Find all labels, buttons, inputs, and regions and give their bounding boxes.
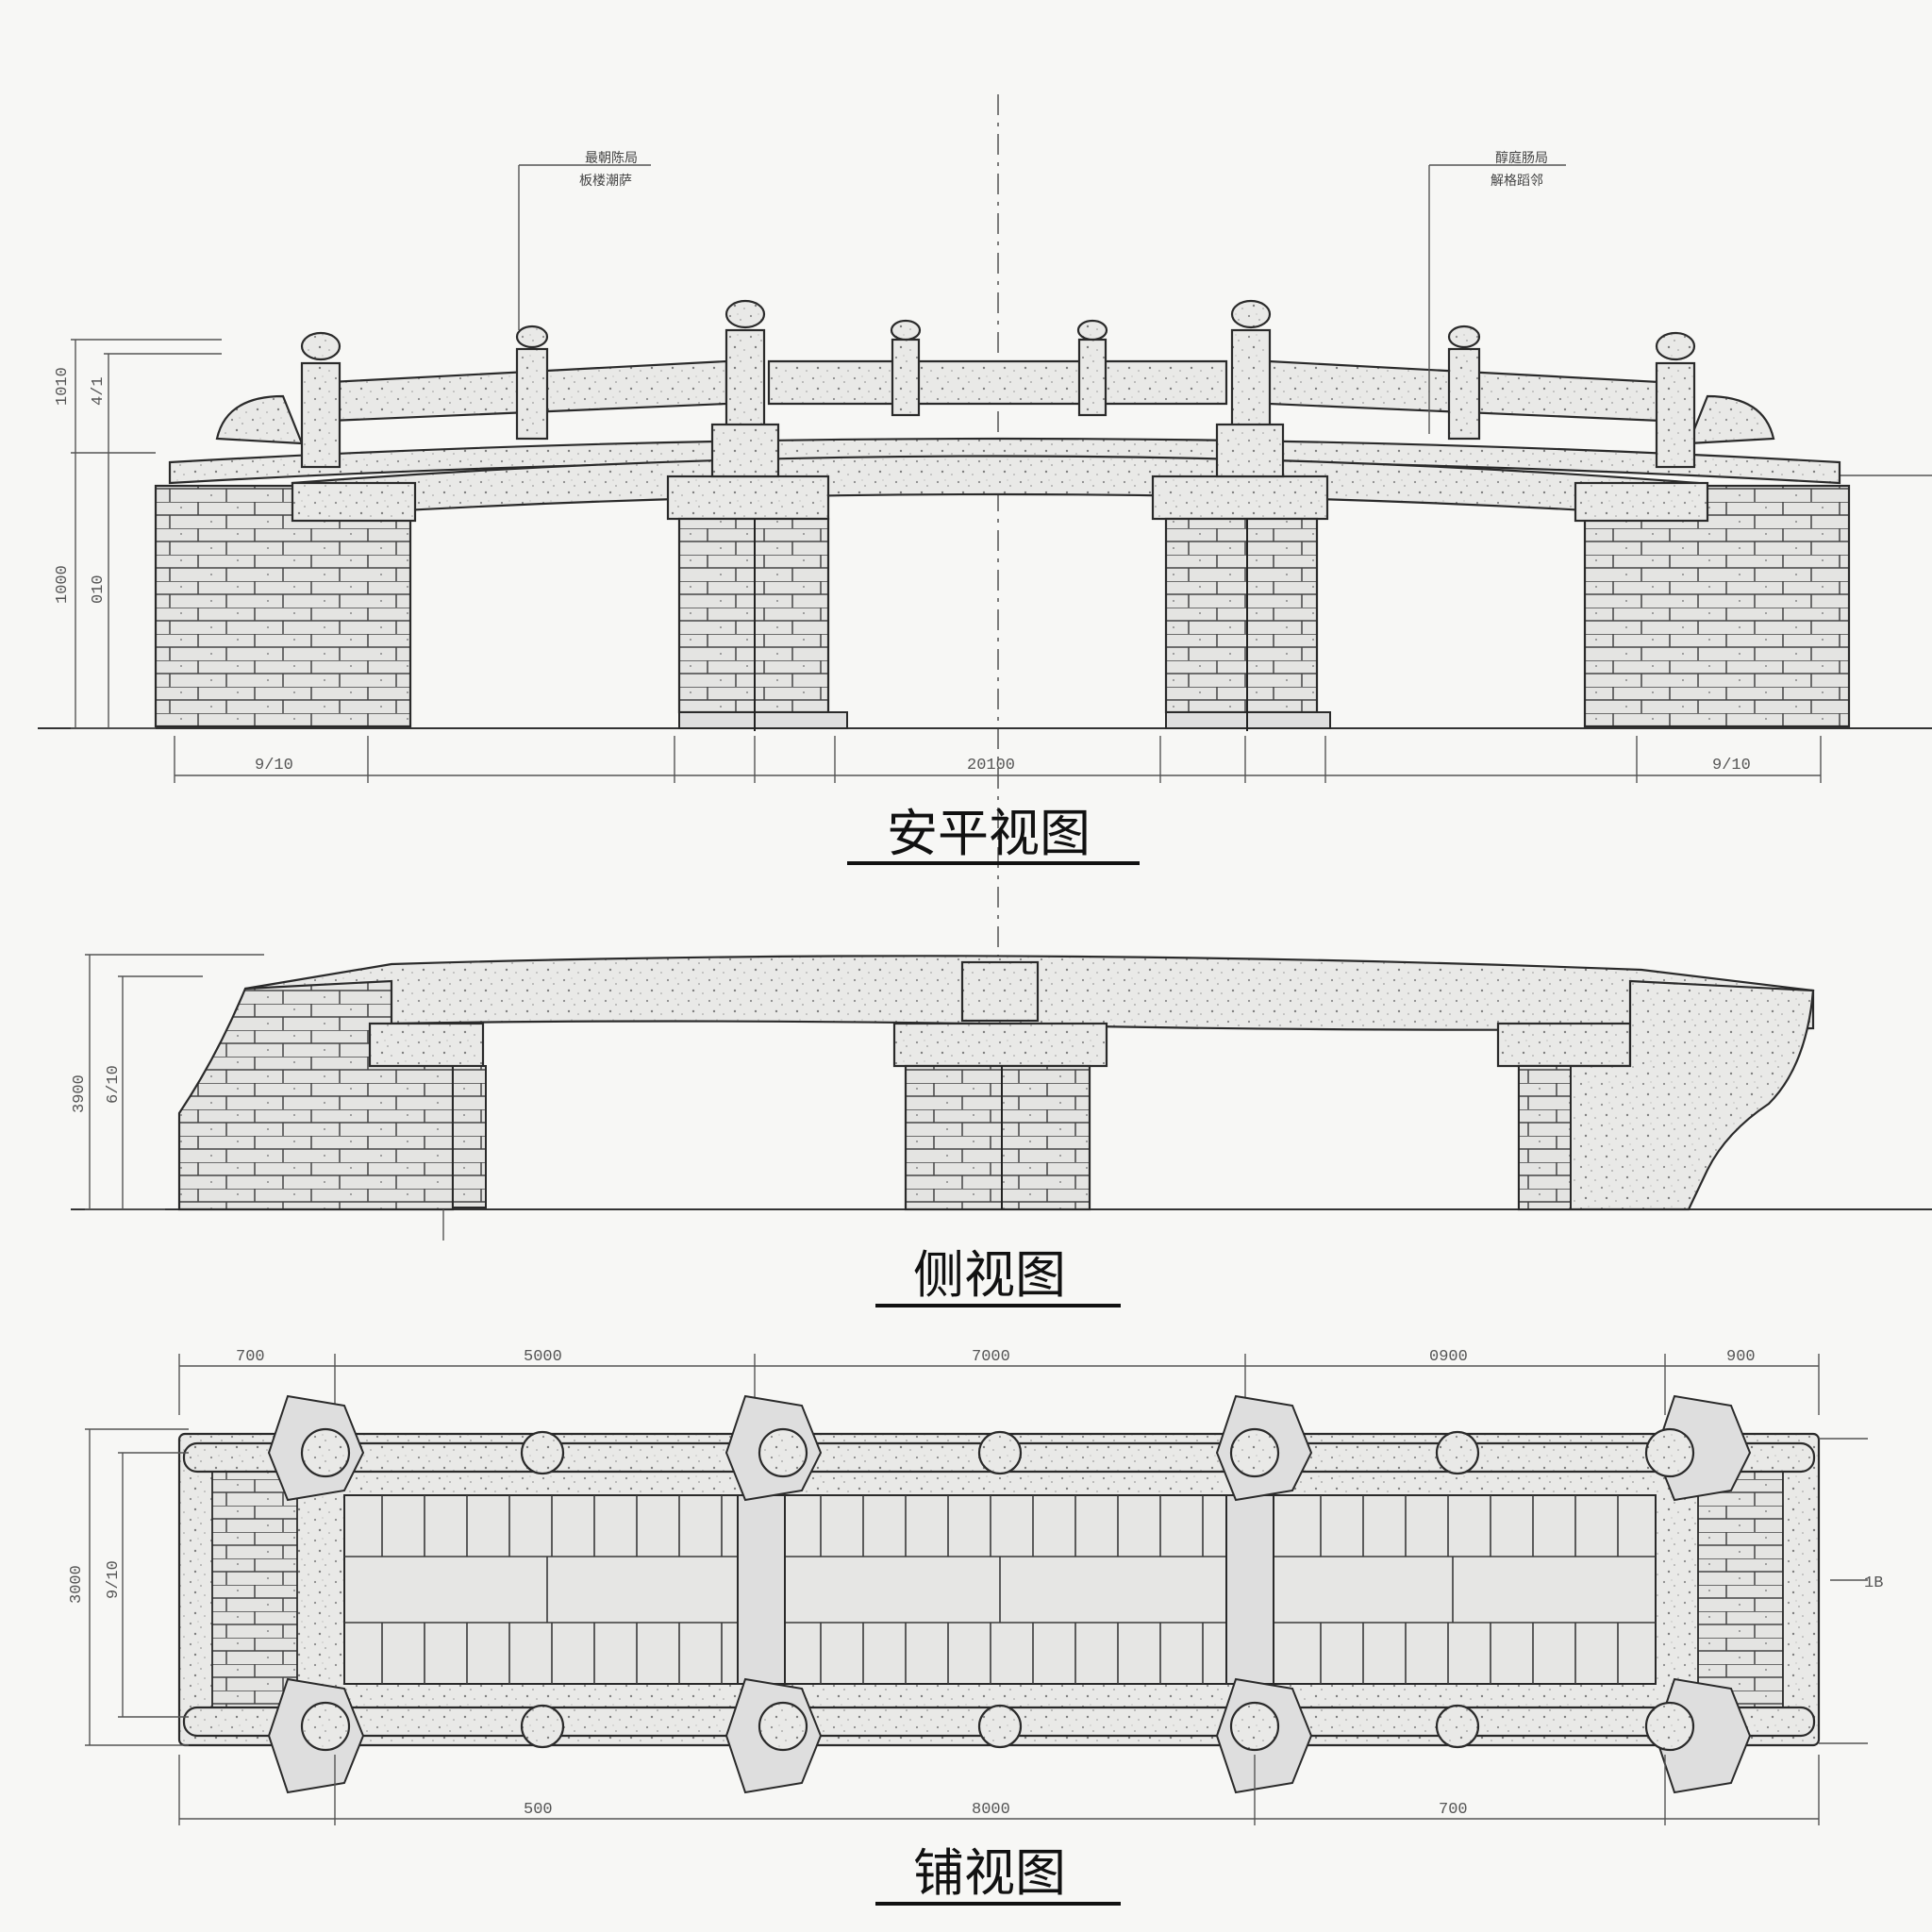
plan-dim-bottom-2: 8000 bbox=[972, 1801, 1010, 1819]
plan-dim-top-4: 0900 bbox=[1429, 1348, 1468, 1366]
pier-cap-block-right bbox=[1215, 423, 1285, 478]
plan-vertical-dimensions bbox=[85, 1428, 1868, 1746]
front-dim-rail-height-2: 4/1 bbox=[90, 376, 108, 406]
front-pier-left bbox=[666, 475, 848, 731]
side-dim-inner-height: 6/10 bbox=[105, 1065, 123, 1104]
front-railing bbox=[215, 299, 1775, 478]
plan-view: 700 5000 7000 0900 900 bbox=[68, 1348, 1883, 1906]
plan-posts-bottom bbox=[267, 1677, 1752, 1794]
front-pier-right bbox=[1151, 475, 1331, 731]
front-dim-rail-height: 1010 bbox=[54, 367, 72, 406]
side-dim-total-height: 3900 bbox=[71, 1074, 89, 1113]
front-vertical-dimensions bbox=[71, 339, 222, 729]
side-right-corbel bbox=[1496, 1022, 1632, 1068]
side-pier-cap bbox=[892, 1022, 1108, 1068]
front-note-left-2: 板楼潮萨 bbox=[579, 174, 632, 189]
plan-dim-inner-width: 9/10 bbox=[105, 1560, 123, 1599]
plan-dim-top-5: 900 bbox=[1726, 1348, 1756, 1366]
right-abutment bbox=[1583, 484, 1851, 728]
plan-dim-top-2: 5000 bbox=[524, 1348, 562, 1366]
side-left-corbel bbox=[368, 1022, 485, 1068]
front-note-right-1: 醇庭肠局 bbox=[1495, 150, 1548, 166]
plan-paving bbox=[343, 1494, 1657, 1685]
plan-bottom-dimensions bbox=[178, 1755, 1820, 1825]
side-view: 3900 6/10 侧视图 bbox=[71, 954, 1932, 1307]
plan-dim-bottom-3: 700 bbox=[1439, 1801, 1468, 1819]
plan-posts-top bbox=[267, 1394, 1752, 1502]
plan-top-dimensions bbox=[178, 1354, 1820, 1415]
front-view-title: 安平视图 bbox=[887, 804, 1091, 863]
side-view-title: 侧视图 bbox=[913, 1245, 1066, 1305]
side-center-block bbox=[960, 960, 1040, 1023]
pier-cap-block-left bbox=[710, 423, 780, 478]
right-corbel bbox=[1574, 481, 1709, 523]
plan-dim-right-note: 1B bbox=[1864, 1574, 1883, 1592]
plan-dim-top-3: 7000 bbox=[972, 1348, 1010, 1366]
front-note-left-1: 最朝陈局 bbox=[585, 150, 638, 166]
plan-dim-total-width: 3000 bbox=[68, 1565, 86, 1604]
plan-dim-top-1: 700 bbox=[236, 1348, 265, 1366]
front-note-right-2: 解格蹈邻 bbox=[1491, 174, 1543, 189]
front-dim-pier-height: 010 bbox=[90, 575, 108, 604]
plan-dim-bottom-1: 500 bbox=[524, 1801, 553, 1819]
side-center-pier bbox=[904, 1064, 1091, 1211]
front-dim-right-span: 9/10 bbox=[1712, 757, 1751, 774]
right-end-scroll bbox=[1687, 394, 1775, 445]
front-horizontal-dimensions bbox=[174, 736, 1822, 783]
side-right-abutment bbox=[1517, 979, 1815, 1211]
front-dim-left-span: 9/10 bbox=[255, 757, 293, 774]
side-vertical-dimensions bbox=[85, 954, 264, 1210]
plan-view-title: 铺视图 bbox=[913, 1843, 1066, 1903]
left-corbel bbox=[291, 481, 417, 523]
front-dim-center-span: 20100 bbox=[967, 757, 1015, 774]
front-dim-total-height: 1000 bbox=[54, 565, 72, 604]
left-abutment bbox=[154, 484, 412, 728]
front-view: 最朝陈局 板楼潮萨 醇庭肠局 解格蹈邻 1010 4/1 1000 010 9/… bbox=[38, 150, 1932, 865]
left-end-scroll bbox=[215, 394, 304, 445]
